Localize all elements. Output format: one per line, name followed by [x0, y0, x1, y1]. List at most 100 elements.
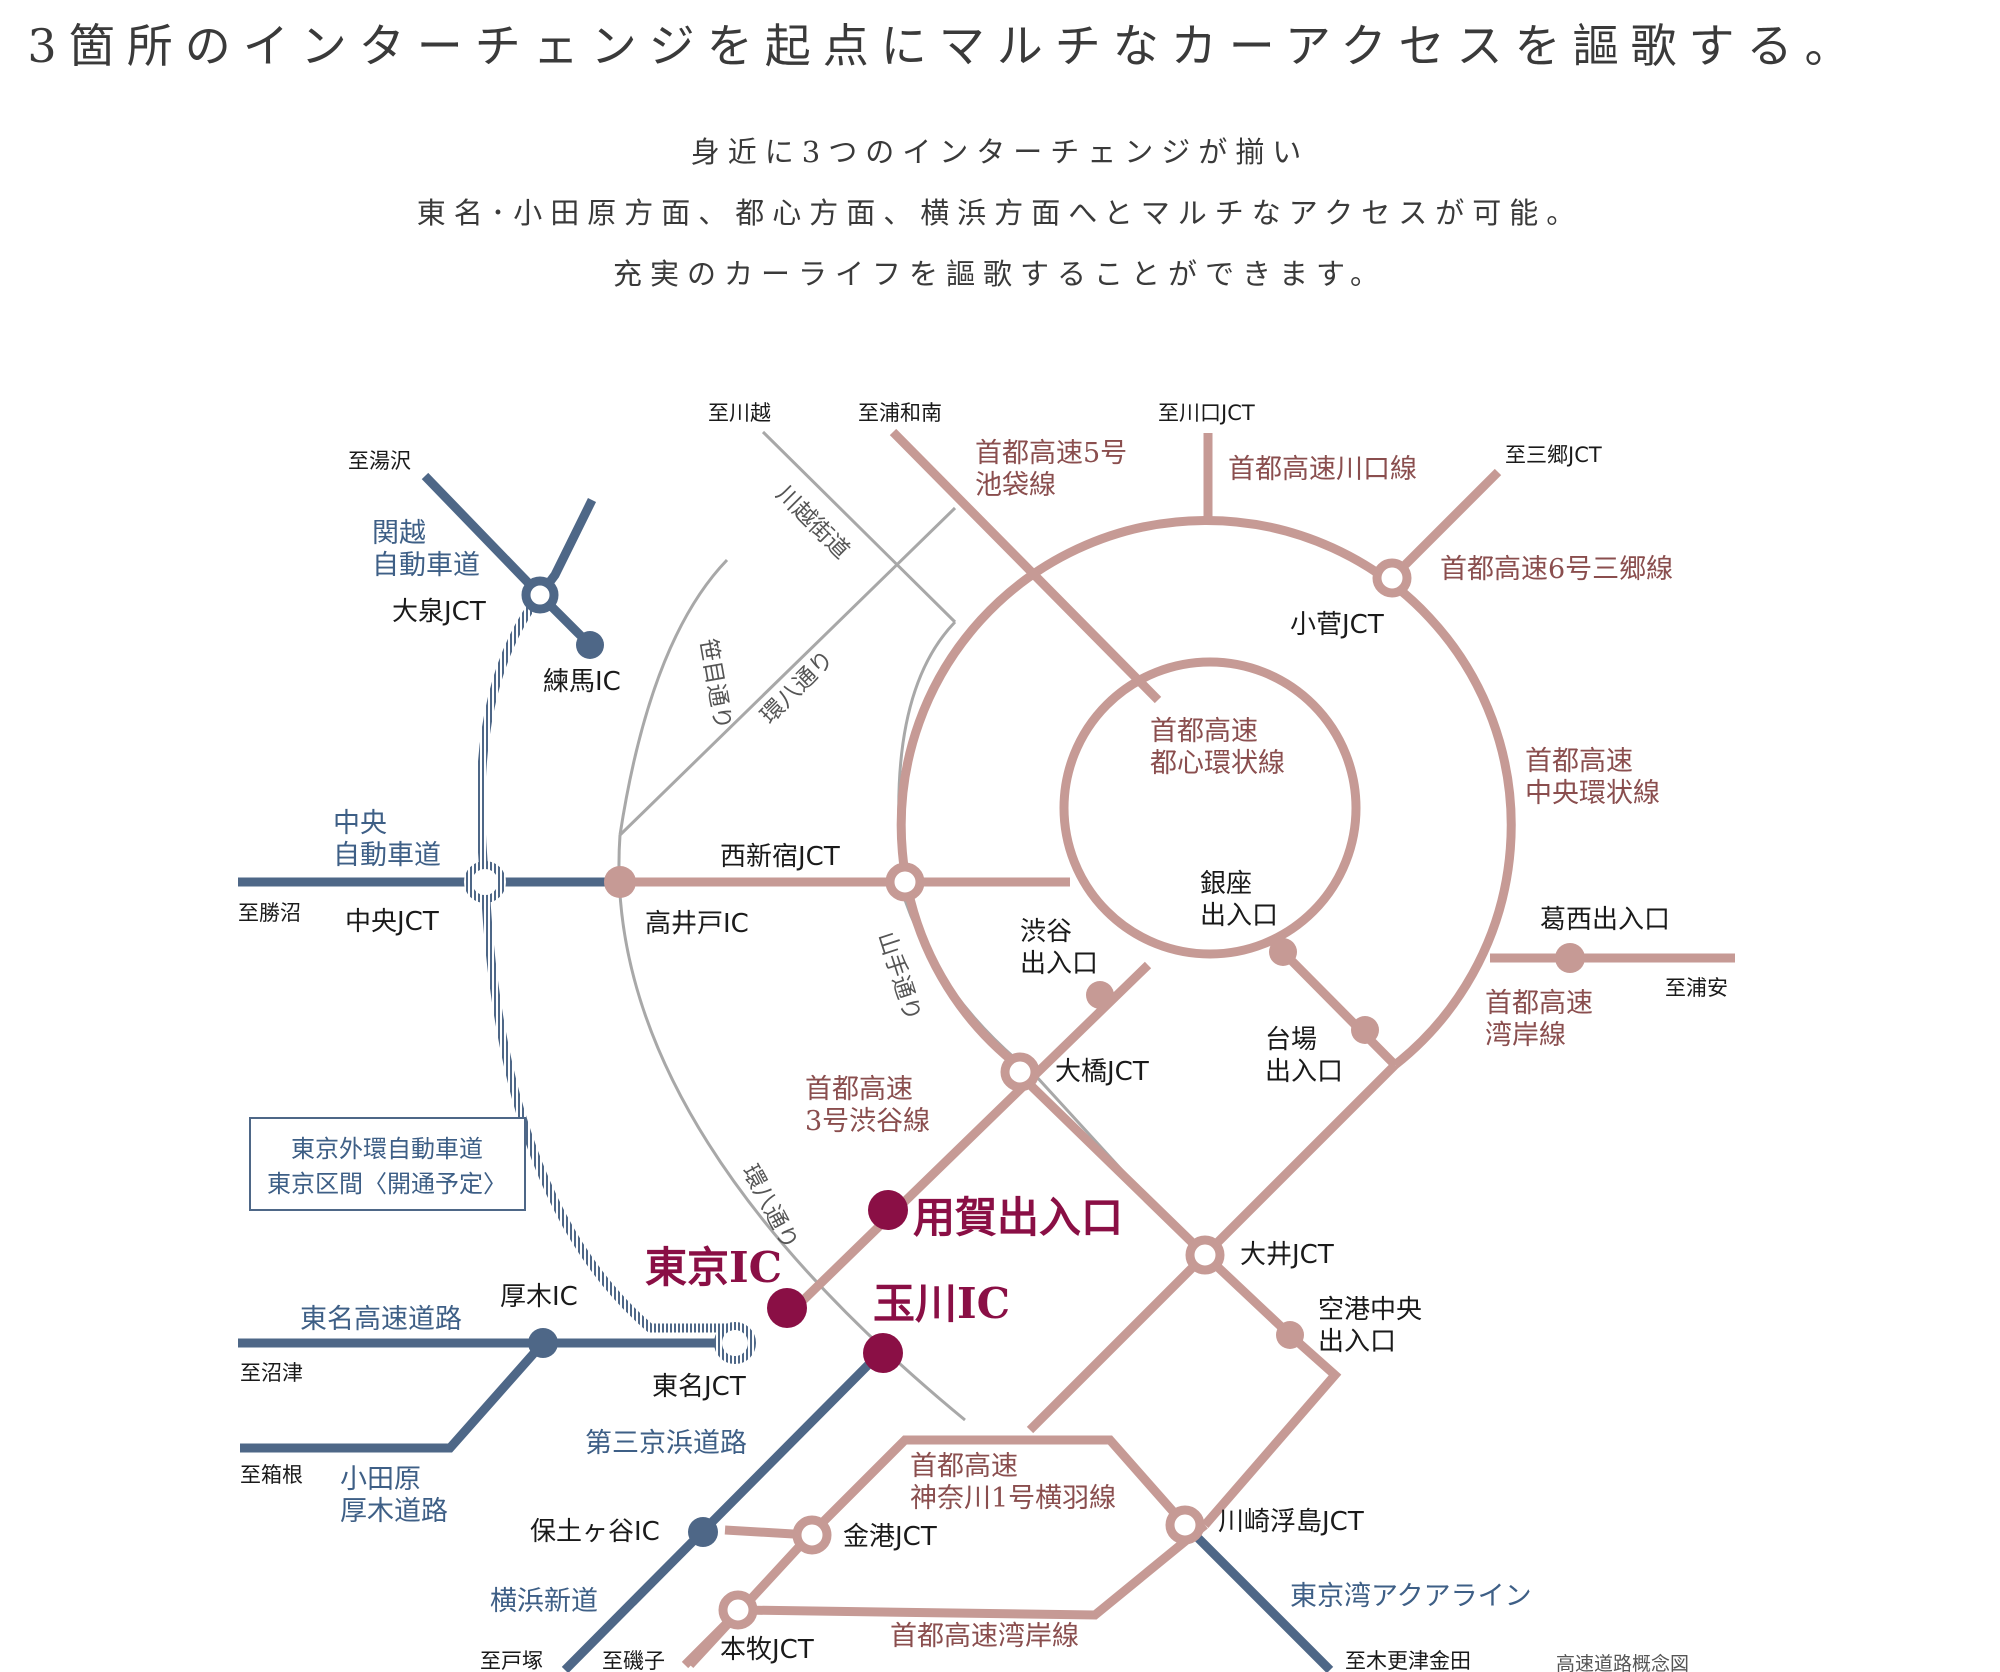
- road-misato: 首都高速6号三郷線: [1440, 554, 1673, 585]
- ohashi-jct-node: [1000, 1052, 1040, 1092]
- label-chuo-jct: 中央JCT: [345, 907, 439, 937]
- kanko-jct-node: [792, 1515, 832, 1555]
- direction-labels: 至川越 至浦和南 至川口JCT 至三郷JCT 至湯沢 至勝沼 至浦安 至沼津 至…: [238, 401, 1728, 1672]
- road-chuo-2: 自動車道: [333, 840, 441, 871]
- label-honmoku-jct: 本牧JCT: [720, 1635, 814, 1665]
- dir-urayasu: 至浦安: [1665, 976, 1728, 1000]
- label-kuko-1: 空港中央: [1318, 1295, 1422, 1325]
- highlight-labels: 用賀出入口 東京IC 玉川IC: [645, 1193, 1123, 1328]
- takaido-ic-node: [604, 866, 636, 898]
- label-kanko-jct: 金港JCT: [843, 1522, 937, 1552]
- dir-katsunuma: 至勝沼: [238, 901, 301, 925]
- lead-line-2: 東名･小田原方面、都心方面、横浜方面へとマルチなアクセスが可能。: [416, 196, 1584, 230]
- label-oizumi-jct: 大泉JCT: [392, 597, 486, 627]
- road-kanpachi-bottom: 環八通り: [737, 1161, 803, 1254]
- label-shibuya-1: 渋谷: [1020, 917, 1072, 947]
- road-wangan-top-2: 湾岸線: [1485, 1020, 1566, 1051]
- label-ginza-2: 出入口: [1200, 901, 1278, 931]
- daisan-keihin-line: [561, 1349, 884, 1672]
- road-c1-2: 都心環状線: [1150, 748, 1285, 779]
- oizumi-jct-node: [521, 576, 559, 614]
- dir-totsuka: 至戸塚: [480, 1649, 543, 1672]
- label-shibuya-2: 出入口: [1020, 949, 1098, 979]
- road-chuo-1: 中央: [333, 808, 387, 839]
- ginza-to-odaiba: [1279, 948, 1399, 1069]
- nishishinjuku-jct-node: [885, 862, 925, 902]
- label-tamagawa-ic: 玉川IC: [873, 1279, 1010, 1328]
- kawasaki-ukishima-jct-node: [1165, 1505, 1205, 1545]
- wangan-south-line: [681, 1521, 1208, 1669]
- road-sasame: 笹目通り: [694, 637, 736, 732]
- ohashi-to-oi-line: [1016, 1071, 1209, 1259]
- road-c2-2: 中央環状線: [1525, 778, 1660, 809]
- c2-ring-arc: [896, 515, 1516, 1071]
- road-shibuya3-2: 3号渋谷線: [805, 1106, 930, 1137]
- road-k1-2: 神奈川1号横羽線: [910, 1483, 1116, 1514]
- ikebukuro-line: [889, 428, 1162, 704]
- tomei-jct-node: [714, 1322, 756, 1364]
- gaikan-box-line-2: 東京区間〈開通予定〉: [267, 1170, 507, 1198]
- lead-line-3: 充実のカーライフを謳歌することができます。: [612, 257, 1388, 291]
- node-labels: 大泉JCT 練馬IC 中央JCT 高井戸IC 西新宿JCT 小菅JCT 銀座 出…: [345, 597, 1670, 1665]
- dir-yuzawa: 至湯沢: [348, 449, 411, 473]
- tokyo-ic-node: [767, 1288, 807, 1328]
- road-tomei: 東名高速道路: [300, 1304, 462, 1335]
- hodogaya-ic-node: [688, 1517, 718, 1547]
- kasai-node: [1555, 943, 1585, 973]
- label-tomei-jct: 東名JCT: [652, 1372, 746, 1402]
- gaikan-legend-box: 東京外環自動車道 東京区間〈開通予定〉: [249, 1117, 526, 1211]
- kuko-to-kawasaki: [1201, 1331, 1342, 1528]
- tamagawa-ic-node: [863, 1333, 903, 1373]
- dir-isogo: 至磯子: [602, 1649, 665, 1672]
- road-kawagoe-kaido: 川越街道: [771, 481, 854, 564]
- label-kosuge-jct: 小菅JCT: [1290, 610, 1384, 640]
- nodes: [464, 558, 1585, 1630]
- label-nishishinjuku-jct: 西新宿JCT: [720, 842, 840, 872]
- footnote: 高速道路概念図: [1556, 1652, 1689, 1672]
- nerima-ic-node: [576, 631, 604, 659]
- dir-kawagoe: 至川越: [708, 401, 771, 425]
- dir-urawawanan: 至浦和南: [858, 401, 942, 425]
- road-kanpachi-top: 環八通り: [756, 646, 839, 729]
- road-k1-1: 首都高速: [910, 1451, 1018, 1482]
- odaiba-node: [1351, 1016, 1379, 1044]
- dir-kisarazu: 至木更津金田: [1345, 1649, 1471, 1672]
- road-c2-1: 首都高速: [1525, 746, 1633, 777]
- label-odaiba-1: 台場: [1265, 1025, 1317, 1055]
- road-odawara-1: 小田原: [340, 1464, 421, 1495]
- kosuge-jct-node: [1372, 558, 1412, 598]
- dir-misato-jct: 至三郷JCT: [1505, 443, 1602, 467]
- sasame-road: [618, 558, 729, 836]
- kanpachi-diagonal-road: [618, 506, 957, 837]
- label-takaido-ic: 高井戸IC: [645, 909, 749, 939]
- dir-numazu: 至沼津: [240, 1361, 303, 1385]
- aqualine-line: [1181, 1521, 1334, 1672]
- label-kawasaki-ukishima-jct: 川崎浮島JCT: [1218, 1507, 1364, 1537]
- odawara-line: [240, 1340, 547, 1453]
- label-oi-jct: 大井JCT: [1240, 1240, 1334, 1270]
- lead-text: 身近に3つのインターチェンジが揃い 東名･小田原方面、都心方面、横浜方面へとマル…: [0, 122, 2000, 305]
- dir-hakone: 至箱根: [240, 1463, 303, 1487]
- road-aqualine: 東京湾アクアライン: [1290, 1581, 1532, 1612]
- road-kawaguchi: 首都高速川口線: [1228, 454, 1417, 485]
- kawagoe-kaido-road: [761, 430, 957, 624]
- label-hodogaya-ic: 保土ヶ谷IC: [530, 1517, 660, 1547]
- label-ohashi-jct: 大橋JCT: [1055, 1057, 1149, 1087]
- ginza-node: [1269, 938, 1297, 966]
- label-kuko-2: 出入口: [1318, 1327, 1396, 1357]
- road-wangan-bottom: 首都高速湾岸線: [890, 1621, 1079, 1652]
- road-yokohama-shindo: 横浜新道: [490, 1586, 598, 1617]
- road-ikebukuro-2: 池袋線: [975, 470, 1056, 501]
- label-kasai: 葛西出入口: [1540, 905, 1670, 935]
- misato-line: [1388, 468, 1502, 582]
- gaikan-planned-line: [476, 592, 735, 1333]
- label-tokyo-ic: 東京IC: [645, 1243, 782, 1292]
- atsugi-ic-node: [528, 1328, 558, 1358]
- road-shibuya3-1: 首都高速: [805, 1074, 913, 1105]
- oi-jct-node: [1185, 1235, 1225, 1275]
- road-kanetsu-1: 関越: [372, 518, 426, 549]
- kuko-node: [1276, 1321, 1304, 1349]
- road-yamate: 山手通り: [872, 929, 925, 1025]
- road-wangan-top-1: 首都高速: [1485, 988, 1593, 1019]
